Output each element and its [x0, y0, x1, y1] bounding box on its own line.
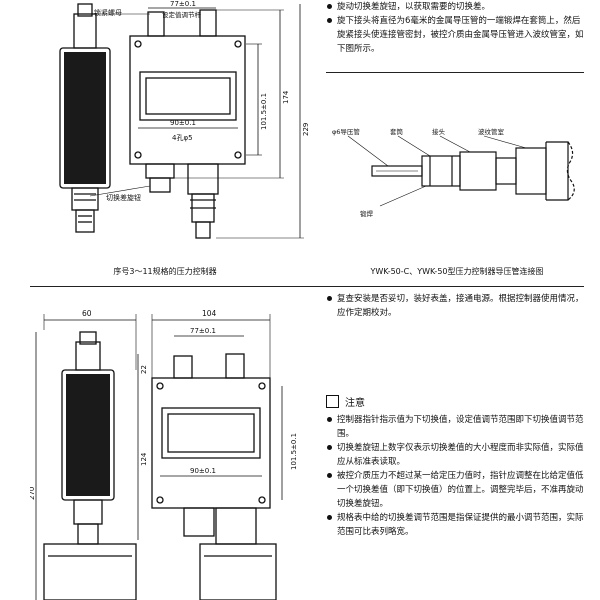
bullet-item: 复查安装是否妥切，装好表盖，接通电源。根据控制器使用情况，应作定期校对。 [326, 292, 584, 320]
dim-90: 90±0.1 [170, 119, 196, 127]
label-joint: 接头 [432, 127, 446, 136]
dim-174: 174 [282, 90, 290, 104]
dim-22: 22 [140, 365, 148, 374]
figure1-caption: 序号3～11规格的压力控制器 [113, 267, 217, 276]
list-item: 控制器指针指示值为下切换值，设定值调节范围即下切换值调节范围。 [326, 413, 584, 441]
notes-list: 控制器指针指示值为下切换值，设定值调节范围即下切换值调节范围。 切换差旋钮上数字… [326, 413, 584, 539]
notes-section: 注意 控制器指针指示值为下切换值，设定值调节范围即下切换值调节范围。 切换差旋钮… [326, 394, 584, 539]
dim-124: 124 [140, 452, 148, 466]
dim-hole: 4孔φ5 [172, 134, 193, 142]
label-sleeve: 套筒 [390, 127, 404, 136]
notes-heading: 注意 [326, 394, 584, 409]
notes-title: 注意 [345, 398, 365, 409]
dim-77: 77±0.1 [170, 0, 196, 8]
dim-77: 77±0.1 [190, 327, 216, 335]
label-bellows: 波纹管室 [478, 127, 505, 136]
divider [30, 286, 584, 287]
notes-box-icon [326, 395, 339, 408]
dim-270: 270 [30, 487, 36, 500]
label-lock-nut: 锁紧螺母 [94, 8, 122, 17]
label-set-value-screw: 设定值调节杆 [162, 10, 202, 19]
list-item: 被控介质压力不超过某一给定压力值时，指针应调整在比给定值低一个切换差值（即下切换… [326, 469, 584, 511]
bullet-item: 旋下接头将直径为6毫米的金属导压管的一端锻焊在套筒上，然后旋紧接头使连接管密封，… [326, 14, 584, 56]
figure2-caption: YWK-50-C、YWK-50型压力控制器导压管连接图 [370, 267, 544, 276]
dim-104: 104 [202, 309, 217, 318]
dim-90: 90±0.1 [190, 467, 216, 475]
dim-60: 60 [82, 309, 92, 318]
dim-229: 229 [302, 123, 310, 136]
divider [326, 72, 584, 73]
pressure-controller-drawing-top: 锁紧螺母 设定值调节杆 切换差旋钮 77±0.1 90±0.1 4孔φ5 101… [59, 0, 310, 239]
middle-right-text: 复查安装是否妥切，装好表盖，接通电源。根据控制器使用情况，应作定期校对。 [326, 292, 584, 320]
list-item: 切换差旋钮上数字仅表示切换差值的大小程度而非实际值，实际值应从标准表读取。 [326, 441, 584, 469]
dim-101: 101.5±0.1 [290, 433, 298, 470]
label-pipe: φ6导压管 [332, 127, 360, 136]
pressure-controller-drawing-bottom: 60 104 77±0.1 90±0.1 22 124 270 101.5±0.… [30, 309, 298, 600]
list-item: 规格表中给的切换差调节范围是指保证提供的最小调节范围，实际范围可比表列略宽。 [326, 511, 584, 539]
pipe-connection-drawing: φ6导压管 套筒 接头 波纹管室 锻焊 [332, 127, 575, 218]
top-right-text: 旋动切换差旋钮，以获取需要的切换差。 旋下接头将直径为6毫米的金属导压管的一端锻… [326, 0, 584, 56]
dim-101: 101.5±0.1 [260, 93, 268, 130]
label-weld: 锻焊 [360, 209, 374, 218]
bullet-item: 旋动切换差旋钮，以获取需要的切换差。 [326, 0, 584, 14]
label-switch-knob: 切换差旋钮 [106, 193, 141, 202]
